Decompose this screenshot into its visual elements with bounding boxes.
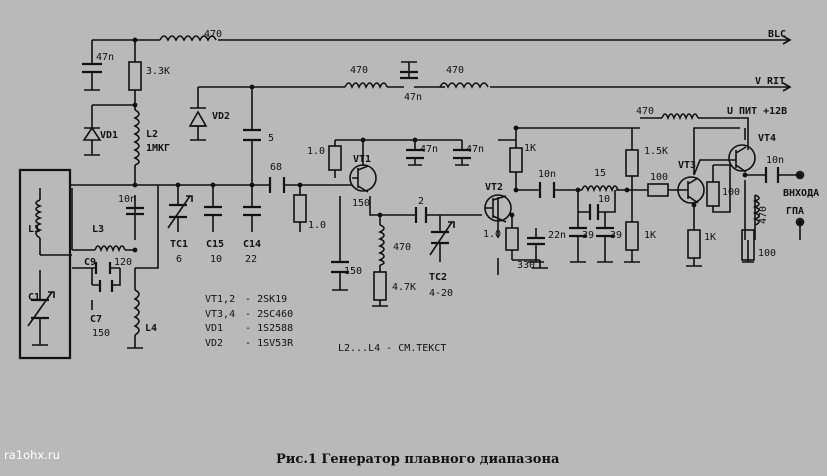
label-l470-c: 470 [446, 65, 464, 76]
label-tc1-val: 6 [176, 254, 182, 265]
label-c10n-a: 10n [766, 155, 784, 166]
label-gpa: ГПА [786, 206, 804, 217]
label-r15k: 1.5K [644, 146, 668, 157]
legend-name: VT3,4 [205, 308, 236, 320]
legend-name: VD1 [205, 323, 224, 334]
label-r100-b: 100 [722, 187, 740, 198]
label-tc1: TC1 [170, 239, 188, 250]
wires [18, 35, 803, 360]
legend-row: VD1 - 1S2588 [205, 322, 293, 337]
label-c1: C1 [28, 292, 40, 303]
label-vd1: VD1 [100, 130, 118, 141]
label-c47n-a: 47n [96, 52, 114, 63]
label-r33k: 3.3K [146, 66, 170, 77]
label-c15: C15 [206, 239, 224, 250]
legend-row: VD2 - 1SV53R [205, 337, 293, 352]
label-tc2: TC2 [429, 272, 447, 283]
label-vt3: VT3 [678, 160, 696, 171]
label-l2: L2 [146, 129, 158, 140]
label-c5: 5 [268, 133, 274, 144]
legend-value: - 1S2588 [245, 323, 294, 334]
label-vt2: VT2 [485, 182, 503, 193]
label-c2: 2 [418, 196, 424, 207]
legend-row: VT1,2 - 2SK19 [205, 293, 293, 308]
figure-caption: Рис.1 Генератор плавного диапазона [276, 452, 560, 467]
label-v-pit: U ПИТ +12В [727, 106, 787, 117]
label-r100-a: 100 [650, 172, 668, 183]
label-c150-b: 150 [344, 266, 362, 277]
label-l470-e: 470 [393, 242, 411, 253]
label-tc2-val: 4-20 [429, 288, 453, 299]
label-c10: 10 [598, 194, 610, 205]
label-l470-out: 470 [758, 206, 769, 224]
site-watermark: ra1ohx.ru [4, 448, 60, 462]
legend-value: - 1SV53R [245, 337, 294, 349]
components [27, 35, 805, 336]
label-c7: C7 [90, 314, 102, 325]
legend-name: VD2 [205, 337, 224, 349]
label-l3: L3 [92, 224, 104, 235]
label-c22n: 22n [548, 230, 566, 241]
coil-note: L2...L4 - СМ.ТЕКСТ [338, 343, 447, 354]
label-c47n-d: 47n [466, 144, 484, 155]
label-r100-c: 100 [758, 248, 776, 259]
label-c39a: 39 [582, 230, 594, 241]
label-c47n-c: 47n [420, 144, 438, 155]
label-c120: 120 [114, 257, 132, 268]
label-c10n-b: 10n [118, 194, 136, 205]
label-c7-val: 150 [92, 328, 110, 339]
label-l2-val: 1МКГ [146, 143, 170, 154]
label-l1: L1 [28, 224, 40, 235]
label-c39b: 39 [610, 230, 622, 241]
component-labels: 470 BLC 47n 3.3K 470 47n 470 V RIT U ПИТ… [28, 29, 819, 339]
label-l470-d: 470 [636, 106, 654, 117]
label-l4: L4 [145, 323, 157, 334]
label-c14: C14 [243, 239, 261, 250]
label-c9: C9 [84, 257, 96, 268]
component-legend: VT1,2 - 2SK19 VT3,4 - 2SC460 VD1 - 1S258… [205, 293, 293, 351]
label-vyhod: ВНХОДА [783, 188, 819, 199]
label-c150-a: 150 [352, 198, 370, 209]
label-l15: 15 [594, 168, 606, 179]
label-r10c: 1.0 [483, 229, 501, 240]
label-vt4: VT4 [758, 133, 776, 144]
label-c47n-b: 47n [404, 92, 422, 103]
label-r10b: 1.0 [308, 220, 326, 231]
label-v-rit: V RIT [755, 76, 785, 87]
label-r330: 330 [517, 260, 535, 271]
legend-row: VT3,4 - 2SC460 [205, 308, 293, 323]
label-vt1: VT1 [353, 154, 371, 165]
label-r1k-b: 1K [644, 230, 656, 241]
label-r1k-c: 1K [704, 232, 716, 243]
label-r10a: 1.0 [307, 146, 325, 157]
label-blc: BLC [768, 29, 786, 40]
legend-value: - 2SC460 [245, 308, 294, 320]
legend-value: - 2SK19 [245, 294, 288, 305]
label-vd2: VD2 [212, 111, 230, 122]
label-r1k-a: 1K [524, 143, 536, 154]
label-r47k: 4.7K [392, 282, 416, 293]
label-c14-val: 22 [245, 254, 257, 265]
label-l470-b: 470 [350, 65, 368, 76]
label-c68: 68 [270, 162, 282, 173]
label-c10n-c: 10n [538, 169, 556, 180]
label-l470-top: 470 [204, 29, 222, 40]
label-c15-val: 10 [210, 254, 222, 265]
legend-name: VT1,2 [205, 294, 236, 305]
